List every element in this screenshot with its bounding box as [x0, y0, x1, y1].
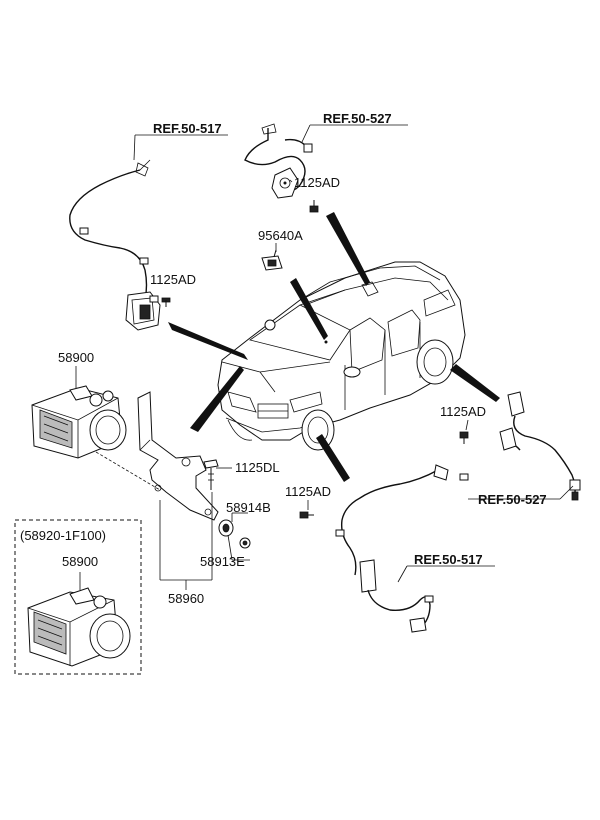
bolt-front-left [161, 297, 171, 307]
front-right-wheel-sensor[interactable] [335, 464, 469, 633]
vehicle-illustration [217, 261, 466, 451]
alt-part-code-label: (58920-1F100) [20, 528, 106, 543]
rear-right-wheel-sensor[interactable] [499, 391, 581, 501]
bolt-1125dl-label: 1125DL [235, 460, 280, 475]
bracket-assy-label: 58960 [168, 591, 204, 606]
abs-module-label: 58900 [58, 350, 94, 365]
pointer-abs [190, 366, 244, 432]
bolt-front-right-label: 1125AD [285, 484, 331, 499]
sensor-95640a-label: 95640A [258, 228, 303, 243]
front-left-wheel-sensor[interactable] [69, 159, 161, 331]
bushing-58913e [218, 519, 234, 537]
bolt-front-left-label: 1125AD [150, 272, 196, 287]
rear-left-wheel-sensor[interactable] [244, 123, 313, 199]
ref-front-right-label: REF.50-517 [414, 552, 483, 567]
bolt-rear-left-label: 1125AD [294, 175, 340, 190]
assembly-line [95, 451, 161, 491]
bolt-1125dl [203, 459, 219, 490]
abs-module[interactable] [31, 385, 127, 459]
pointer-95640a [290, 278, 328, 340]
pointer-front-right [316, 434, 350, 482]
pointer-rear-right [450, 364, 500, 402]
alternate-part-box [14, 519, 142, 675]
abs-module-alternate[interactable] [27, 572, 131, 667]
location-pointers [168, 212, 500, 482]
pointer-rear-left [326, 212, 370, 286]
abs-bracket[interactable] [137, 391, 219, 521]
alt-abs-module-label: 58900 [62, 554, 98, 569]
leader-lines [75, 124, 574, 590]
sensor-95640a[interactable] [261, 249, 283, 271]
bolt-rear-right [459, 431, 469, 444]
pointer-front-left [168, 322, 248, 360]
ref-rear-left-label: REF.50-527 [323, 111, 392, 126]
ref-rear-right-label: REF.50-527 [478, 492, 547, 507]
bushing-58914b [239, 537, 251, 549]
bushing-58913e-label: 58913E [200, 554, 245, 569]
ref-front-left-label: REF.50-517 [153, 121, 222, 136]
bushing-58914b-label: 58914B [226, 500, 271, 515]
bolt-rear-left [309, 200, 319, 213]
bolt-rear-right-label: 1125AD [440, 404, 486, 419]
bolt-front-right [299, 511, 314, 519]
